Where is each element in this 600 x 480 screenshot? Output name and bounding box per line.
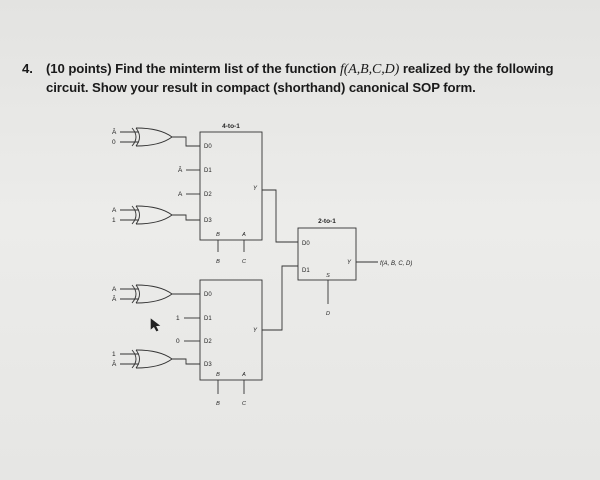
function-output-label: f(A, B, C, D) (380, 261, 412, 267)
mux-bottom-d1: D1 (204, 316, 212, 322)
top-d1-input: Ā (178, 166, 183, 174)
xor-gate-1 (120, 127, 173, 147)
xor3-in1: A (112, 286, 117, 293)
question-number: 4. (22, 61, 33, 76)
question-line1-start: Find the minterm list of the function (115, 61, 337, 76)
mux-top-d2: D2 (204, 192, 212, 198)
bottom-d2-input: 0 (176, 338, 180, 345)
mux-bottom-sel-b: B (216, 372, 220, 378)
mux-top-y: Y (253, 186, 258, 192)
mux-bottom-d0: D0 (204, 292, 212, 298)
mux-top-d0: D0 (204, 144, 212, 150)
mux-top-d3: D3 (204, 218, 212, 224)
xor-gate-2 (120, 205, 173, 225)
question-function: f(A,B,C,D) (339, 62, 400, 77)
xor2-in1: A (112, 207, 117, 214)
xor-gate-4 (120, 349, 173, 369)
mux-bottom-sig-b: B (216, 401, 220, 407)
mux-top-sig-c: C (242, 259, 246, 265)
mux-final-d0: D0 (302, 241, 310, 247)
mux-top-title: 4-to-1 (222, 123, 240, 130)
xor-gate-3 (120, 284, 173, 304)
mux-top-sel-b: B (216, 232, 220, 238)
question-line2: following circuit. Show your result in c… (46, 61, 554, 95)
mux-final-d1: D1 (302, 268, 310, 274)
mux-final-sig-d: D (326, 311, 330, 317)
top-d2-input: A (178, 191, 183, 198)
mux-bottom-y: Y (253, 328, 258, 334)
mux-final-box (297, 227, 357, 281)
xor4-in1: 1 (112, 351, 116, 358)
question-line1-end: realized by the (402, 61, 493, 76)
xor1-in1: Ā (112, 128, 117, 136)
question-text: 4. (10 points) Find the minterm list of … (22, 60, 582, 97)
bottom-d1-input: 1 (176, 315, 180, 322)
mux-top-sel-a: A (241, 232, 246, 238)
mux-final-title: 2-to-1 (318, 218, 336, 225)
mouse-cursor-icon (150, 318, 161, 332)
question-body: (10 points) Find the minterm list of the… (46, 60, 582, 97)
xor2-in2: 1 (112, 217, 116, 224)
mux-top-box (199, 131, 263, 241)
mux-final-y: Y (347, 260, 352, 266)
xor1-in2: 0 (112, 139, 116, 146)
mux-bottom-d3: D3 (204, 362, 212, 368)
mux-final-s: S (326, 273, 330, 279)
question-points: (10 points) (46, 61, 112, 76)
xor3-in2: Ā (112, 295, 117, 303)
mux-top-d1: D1 (204, 168, 212, 174)
mux-bottom-sig-c: C (242, 401, 246, 407)
mux-bottom-d2: D2 (204, 339, 212, 345)
xor4-in2: Ā (112, 360, 117, 368)
mux-bottom-sel-a: A (241, 372, 246, 378)
mux-top-sig-b: B (216, 259, 220, 265)
